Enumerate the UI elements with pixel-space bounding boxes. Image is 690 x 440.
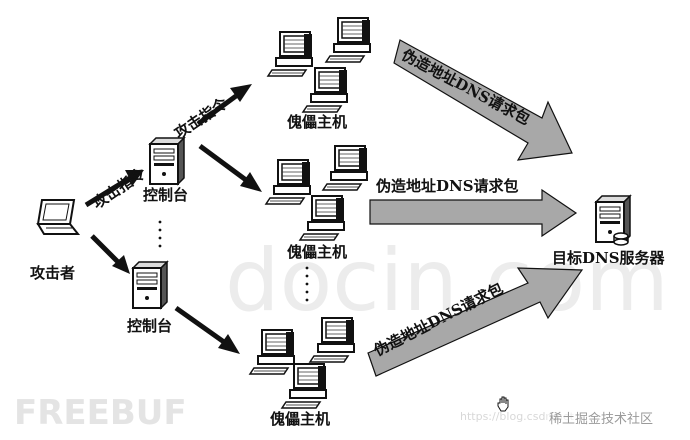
- puppet-host-label-middle: 傀儡主机: [287, 243, 348, 261]
- forged-packet-arrow-middle: [369, 188, 578, 238]
- puppet-host-label-bottom: 傀儡主机: [270, 410, 331, 428]
- forged-packet-arrow-top: [393, 39, 573, 161]
- controller-server-bottom-icon: [132, 261, 168, 309]
- puppet-group-top: [267, 17, 371, 113]
- controller-label-bottom: 控制台: [127, 317, 173, 335]
- controller-server-top-icon: [149, 137, 185, 185]
- attacker-laptop-icon: [36, 199, 81, 235]
- forged-packet-arrow-bottom: [367, 267, 584, 377]
- forged-dns-label-middle: 伪造地址DNS请求包: [376, 177, 519, 195]
- hand-cursor-icon: [497, 396, 509, 412]
- attacker-label: 攻击者: [30, 264, 76, 282]
- target-dns-server-icon: [595, 195, 631, 246]
- juejin-watermark: 稀土掘金技术社区: [547, 408, 656, 427]
- target-dns-label: 目标DNS服务器: [552, 249, 665, 267]
- puppet-host-label-top: 傀儡主机: [287, 113, 348, 131]
- controller-label-top: 控制台: [143, 186, 189, 204]
- puppet-group-bottom: [249, 317, 355, 409]
- dotted-ellipsis: [158, 220, 309, 302]
- watermark-docin: docin.com: [225, 231, 669, 331]
- watermark-freebuf: FREEBUF: [14, 393, 187, 433]
- watermark-csdn: https://blog.csdn.net: [460, 410, 575, 423]
- puppet-group-middle: [265, 145, 368, 241]
- command-arrows: [84, 84, 262, 354]
